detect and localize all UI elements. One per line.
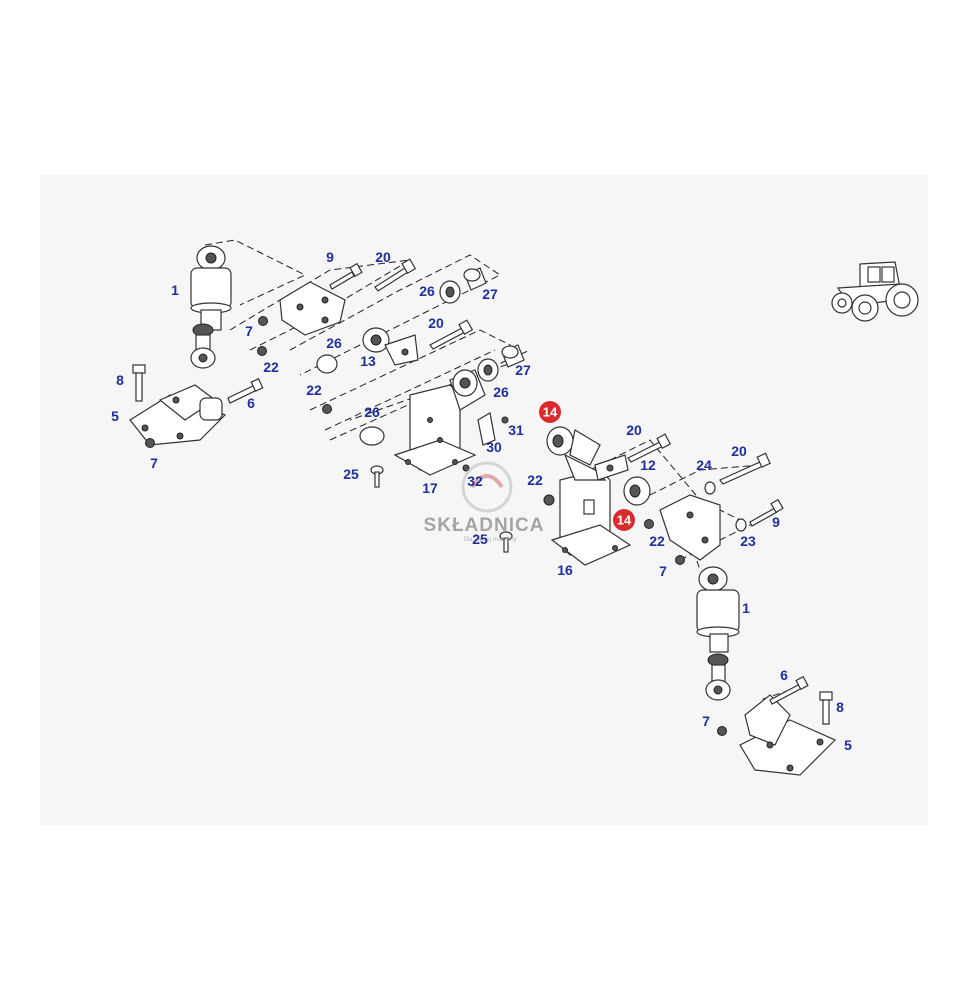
shock-absorber-left: [190, 245, 232, 369]
callout-17: 17: [422, 480, 438, 496]
callout-23: 23: [740, 533, 756, 549]
callout-16: 16: [557, 562, 573, 578]
callout-31: 31: [508, 422, 524, 438]
washer-24: [704, 481, 716, 495]
support-17: [393, 369, 486, 476]
sleeve-27-top: [463, 267, 487, 291]
link-12: [594, 454, 651, 506]
base-bracket-right: [739, 694, 837, 776]
callout-6: 6: [780, 667, 788, 683]
callout-9: 9: [326, 249, 334, 265]
nut-22-plate: [644, 519, 654, 529]
nut-7-lower-left: [145, 438, 155, 448]
bolt-20-far-right: [719, 452, 771, 485]
callout-24: 24: [696, 457, 712, 473]
callout-22: 22: [649, 533, 665, 549]
callout-27: 27: [515, 362, 531, 378]
callout-8: 8: [116, 372, 124, 388]
screw-25-right: [499, 531, 513, 553]
mount-plate-right: [659, 494, 721, 561]
callout-12: 12: [640, 457, 656, 473]
nut-7-right-upper: [675, 555, 685, 565]
callout-26: 26: [364, 404, 380, 420]
svg-text:SKŁADNICA: SKŁADNICA: [424, 515, 545, 536]
callout-30: 30: [486, 439, 502, 455]
bushing-26-right: [477, 358, 499, 382]
callout-7: 7: [245, 323, 253, 339]
svg-text:Dla Twojej maszyny: Dla Twojej maszyny: [464, 537, 517, 543]
nut-7-upper-left: [258, 316, 268, 326]
nut-22-right: [543, 494, 555, 506]
callout-7: 7: [659, 563, 667, 579]
highlighted-callout-14: 14: [539, 401, 561, 423]
bolt-20-right: [627, 433, 672, 463]
washer-23: [735, 518, 747, 532]
nut-32: [462, 464, 470, 472]
arm-14: [546, 426, 607, 481]
watermark: SKŁADNICA Dla Twojej maszyny: [424, 461, 545, 543]
callout-8: 8: [836, 699, 844, 715]
callout-22: 22: [263, 359, 279, 375]
bolt-20-middle: [429, 319, 474, 350]
nut-22-left: [257, 346, 267, 356]
svg-text:14: 14: [617, 513, 632, 528]
nut-22-middle: [322, 404, 332, 414]
callout-26: 26: [419, 283, 435, 299]
callout-20: 20: [731, 443, 747, 459]
screw-25-left: [370, 465, 384, 488]
callout-1: 1: [171, 282, 179, 298]
callout-20: 20: [375, 249, 391, 265]
bolt-20-top: [374, 258, 417, 292]
shock-absorber-right: [696, 566, 740, 701]
callout-7: 7: [150, 455, 158, 471]
callout-26: 26: [326, 335, 342, 351]
highlighted-callouts: 14 14: [539, 401, 635, 531]
callout-20: 20: [626, 422, 642, 438]
callout-20: 20: [428, 315, 444, 331]
base-bracket-left: [129, 384, 227, 446]
highlighted-callout-14: 14: [613, 509, 635, 531]
mount-plate-left: [279, 281, 346, 336]
screw-31: [501, 416, 509, 424]
callout-26: 26: [493, 384, 509, 400]
bolt-6-left: [227, 377, 264, 404]
callout-22: 22: [306, 382, 322, 398]
callout-22: 22: [527, 472, 543, 488]
callout-9: 9: [772, 514, 780, 530]
bushing-26-lower: [359, 426, 385, 446]
callout-1: 1: [742, 600, 750, 616]
callout-27: 27: [482, 286, 498, 302]
bracket-30: [477, 412, 496, 446]
bolt-8-left: [132, 364, 146, 402]
nut-7-right-lower: [717, 726, 727, 736]
callout-25: 25: [343, 466, 359, 482]
callout-5: 5: [111, 408, 119, 424]
tractor-icon: [831, 261, 919, 322]
bolt-9-right: [749, 498, 784, 527]
callout-25: 25: [472, 531, 488, 547]
callout-6: 6: [247, 395, 255, 411]
callout-32: 32: [467, 473, 483, 489]
bolt-8-right: [819, 691, 833, 725]
svg-text:14: 14: [543, 405, 558, 420]
bracket-13: [362, 327, 419, 366]
callout-13: 13: [360, 353, 376, 369]
bushing-26-top: [439, 280, 461, 304]
callout-5: 5: [844, 737, 852, 753]
bolt-6-right: [769, 675, 809, 705]
bolt-9-top: [329, 262, 363, 290]
callout-7: 7: [702, 713, 710, 729]
bushing-26-middle: [316, 354, 338, 374]
sleeve-27-middle: [501, 344, 525, 368]
